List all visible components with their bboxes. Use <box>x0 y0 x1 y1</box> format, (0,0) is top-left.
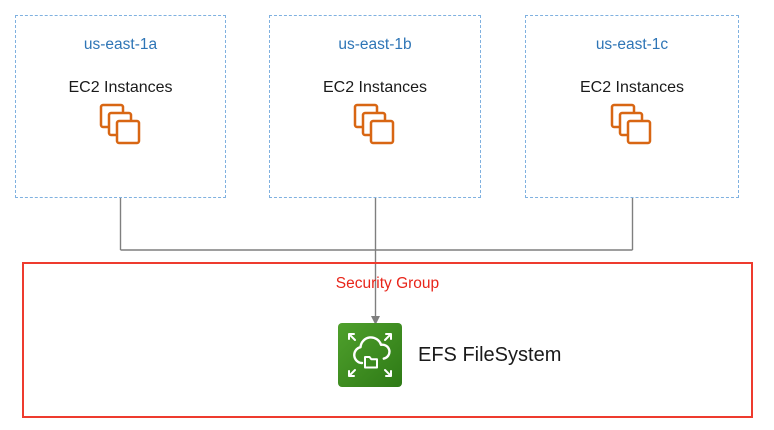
ec2-instances-icon <box>99 103 140 145</box>
ec2-instances-label: EC2 Instances <box>579 79 685 96</box>
zone-box-us-east-1b: us-east-1b EC2 Instances <box>269 15 481 198</box>
ec2-instances-label: EC2 Instances <box>68 79 173 96</box>
security-group-label: Security Group <box>335 275 440 292</box>
zone-title: us-east-1b <box>338 36 412 53</box>
efs-filesystem-icon <box>338 323 402 387</box>
security-group-box <box>22 262 753 418</box>
efs-filesystem-label: EFS FileSystem <box>418 343 562 366</box>
ec2-instances-icon <box>353 103 395 145</box>
ec2-instances-label: EC2 Instances <box>322 79 428 96</box>
zone-box-us-east-1a: us-east-1a EC2 Instances <box>15 15 226 198</box>
zone-title: us-east-1c <box>595 36 669 53</box>
ec2-instances-icon <box>610 103 652 145</box>
zone-title: us-east-1a <box>83 36 158 53</box>
zone-box-us-east-1c: us-east-1c EC2 Instances <box>525 15 739 198</box>
efs-filesystem: EFS FileSystem <box>338 323 561 387</box>
